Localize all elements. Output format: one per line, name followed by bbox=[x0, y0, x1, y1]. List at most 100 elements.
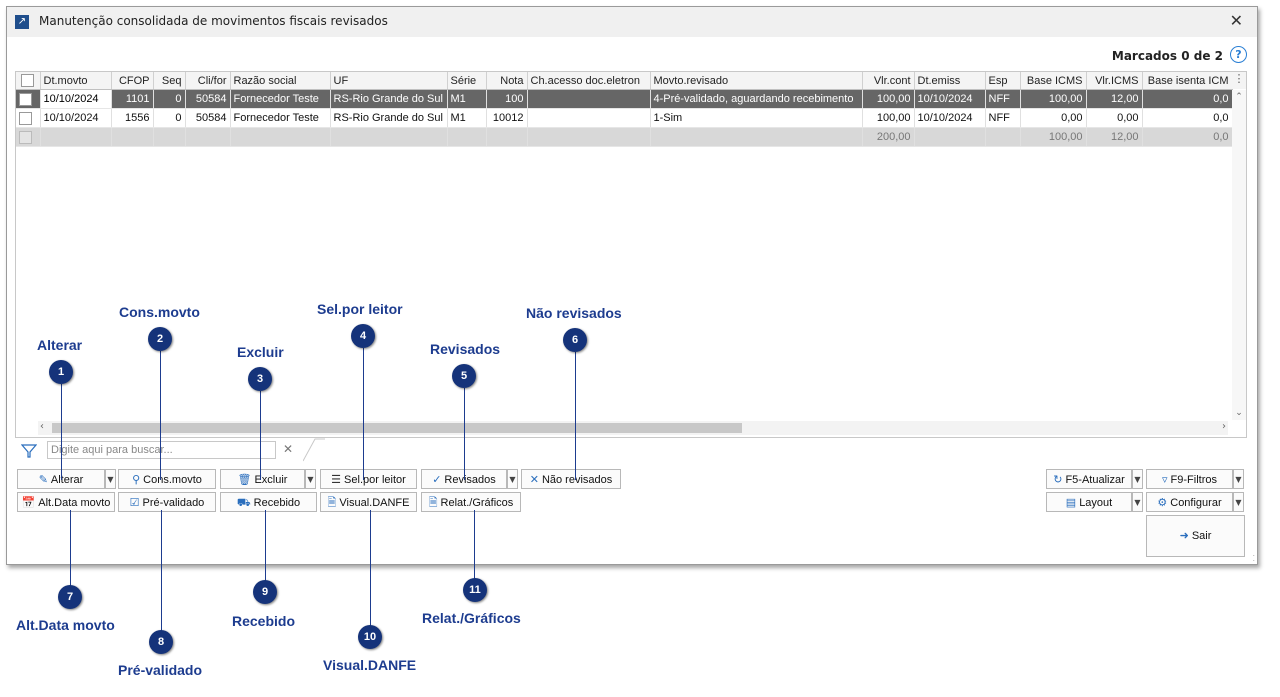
cell[interactable]: RS-Rio Grande do Sul bbox=[330, 108, 448, 128]
close-icon[interactable]: ✕ bbox=[1229, 11, 1243, 30]
cell[interactable]: NFF bbox=[985, 89, 1021, 109]
scroll-thumb[interactable] bbox=[52, 423, 742, 433]
cell[interactable]: 1556 bbox=[111, 108, 154, 128]
relat-graficos-button[interactable]: 🗎Relat./Gráficos bbox=[421, 492, 521, 512]
col-dt-movto[interactable]: Dt.movto bbox=[40, 72, 112, 90]
col-nota[interactable]: Nota bbox=[486, 72, 528, 90]
col-cfop[interactable]: CFOP bbox=[111, 72, 154, 90]
col-esp[interactable]: Esp bbox=[985, 72, 1021, 90]
scroll-left-icon[interactable]: ‹ bbox=[40, 421, 44, 432]
f5-atualizar-dropdown[interactable]: ▼ bbox=[1132, 469, 1143, 489]
col-uf[interactable]: UF bbox=[330, 72, 448, 90]
cell[interactable]: 1101 bbox=[111, 89, 154, 109]
row-checkbox[interactable] bbox=[16, 89, 41, 109]
total-vlr-icms: 12,00 bbox=[1086, 127, 1143, 147]
cell[interactable]: 0,00 bbox=[1020, 108, 1087, 128]
f5-atualizar-button[interactable]: ↻F5-Atualizar bbox=[1046, 469, 1132, 489]
help-icon[interactable]: ? bbox=[1230, 46, 1247, 63]
configurar-dropdown[interactable]: ▼ bbox=[1233, 492, 1244, 512]
recebido-button[interactable]: ⛟Recebido bbox=[220, 492, 317, 512]
callout-line-2 bbox=[160, 351, 161, 480]
cell[interactable]: 100,00 bbox=[862, 89, 915, 109]
callout-line-5 bbox=[464, 388, 465, 480]
cell[interactable]: 0,00 bbox=[1086, 108, 1143, 128]
cell[interactable]: 1-Sim bbox=[650, 108, 863, 128]
col-razao-social[interactable]: Razão social bbox=[230, 72, 331, 90]
sel-por-leitor-button[interactable]: ☰Sel.por leitor bbox=[320, 469, 417, 489]
total-vlr-cont: 200,00 bbox=[862, 127, 915, 147]
col-movto-revisado[interactable]: Movto.revisado bbox=[650, 72, 863, 90]
cell[interactable]: 10/10/2024 bbox=[40, 89, 112, 109]
col-vlr-cont[interactable]: Vlr.cont bbox=[862, 72, 915, 90]
col-serie[interactable]: Série bbox=[447, 72, 487, 90]
cell[interactable]: 0,0 bbox=[1142, 89, 1233, 109]
scroll-up-icon[interactable]: ⌃ bbox=[1235, 92, 1243, 102]
select-all-checkbox[interactable] bbox=[16, 72, 41, 90]
cell[interactable]: 100,00 bbox=[1020, 89, 1087, 109]
f9-filtros-dropdown[interactable]: ▼ bbox=[1233, 469, 1244, 489]
cell[interactable]: Fornecedor Teste bbox=[230, 89, 331, 109]
cell[interactable]: 0,0 bbox=[1142, 108, 1233, 128]
cell[interactable]: 4-Pré-validado, aguardando recebimento bbox=[650, 89, 863, 109]
cell[interactable]: 10/10/2024 bbox=[914, 89, 986, 109]
cell[interactable]: M1 bbox=[447, 108, 487, 128]
visual-danfe-label: Visual.DANFE bbox=[339, 497, 410, 509]
col-base-icms[interactable]: Base ICMS bbox=[1020, 72, 1087, 90]
clear-search-icon[interactable]: ✕ bbox=[283, 442, 294, 456]
col-vlr-icms[interactable]: Vlr.ICMS bbox=[1086, 72, 1143, 90]
column-options-icon[interactable]: ⋮ bbox=[1232, 72, 1246, 89]
cons-movto-button[interactable]: ⚲Cons.movto bbox=[118, 469, 216, 489]
cell[interactable]: 10/10/2024 bbox=[40, 108, 112, 128]
revisados-dropdown[interactable]: ▼ bbox=[507, 469, 518, 489]
layout-dropdown[interactable]: ▼ bbox=[1132, 492, 1143, 512]
f9-filtros-button[interactable]: ▿F9-Filtros bbox=[1146, 469, 1233, 489]
cell[interactable]: 0 bbox=[153, 89, 186, 109]
cell[interactable]: RS-Rio Grande do Sul bbox=[330, 89, 448, 109]
vertical-scrollbar[interactable]: ⌃ ⌄ bbox=[1232, 90, 1246, 420]
nao-revisados-button[interactable]: ✕Não revisados bbox=[521, 469, 621, 489]
visual-danfe-button[interactable]: 🗎Visual.DANFE bbox=[320, 492, 417, 512]
col-seq[interactable]: Seq bbox=[153, 72, 186, 90]
pre-validado-button[interactable]: ☑Pré-validado bbox=[118, 492, 216, 512]
col-ch-acesso[interactable]: Ch.acesso doc.eletron bbox=[527, 72, 651, 90]
filter-icon[interactable] bbox=[21, 443, 37, 459]
cell[interactable]: NFF bbox=[985, 108, 1021, 128]
col-cli-for[interactable]: Cli/for bbox=[185, 72, 231, 90]
cell[interactable]: 12,00 bbox=[1086, 89, 1143, 109]
cell[interactable]: 10/10/2024 bbox=[914, 108, 986, 128]
pre-validado-label: Pré-validado bbox=[142, 497, 205, 509]
cell[interactable]: 50584 bbox=[185, 108, 231, 128]
alt-data-movto-button[interactable]: 📅Alt.Data movto bbox=[17, 492, 115, 512]
configurar-button[interactable]: ⚙Configurar bbox=[1146, 492, 1233, 512]
cell[interactable] bbox=[527, 108, 651, 128]
row-checkbox[interactable] bbox=[16, 108, 41, 128]
checklist-icon: ☑ bbox=[129, 497, 140, 509]
cell[interactable]: 50584 bbox=[185, 89, 231, 109]
cell[interactable]: 100,00 bbox=[862, 108, 915, 128]
table-row[interactable]: 10/10/2024 1101 0 50584 Fornecedor Teste… bbox=[16, 89, 1233, 109]
layout-button[interactable]: ▤Layout bbox=[1046, 492, 1132, 512]
cell[interactable]: 10012 bbox=[486, 108, 528, 128]
alterar-dropdown[interactable]: ▼ bbox=[105, 469, 116, 489]
x-icon: ✕ bbox=[529, 474, 539, 486]
cell[interactable]: 100 bbox=[486, 89, 528, 109]
data-grid[interactable]: Dt.movto CFOP Seq Cli/for Razão social U… bbox=[15, 71, 1247, 438]
col-base-isenta-icm[interactable]: Base isenta ICM bbox=[1142, 72, 1233, 90]
horizontal-scrollbar[interactable]: ‹ › bbox=[38, 421, 1228, 435]
scroll-right-icon[interactable]: › bbox=[1222, 421, 1226, 432]
callout-label-10: Visual.DANFE bbox=[323, 657, 417, 673]
table-row[interactable]: 10/10/2024 1556 0 50584 Fornecedor Teste… bbox=[16, 108, 1233, 128]
cell[interactable]: Fornecedor Teste bbox=[230, 108, 331, 128]
callout-label-1: Alterar bbox=[37, 337, 83, 353]
cell[interactable]: 0 bbox=[153, 108, 186, 128]
cell[interactable] bbox=[527, 89, 651, 109]
sair-button[interactable]: ➜Sair bbox=[1146, 515, 1245, 557]
scroll-down-icon[interactable]: ⌄ bbox=[1235, 408, 1243, 418]
excluir-button[interactable]: 🗑Excluir bbox=[220, 469, 305, 489]
cell[interactable]: M1 bbox=[447, 89, 487, 109]
totals-row: 200,00 100,00 12,00 0,0 bbox=[16, 127, 1233, 147]
resize-grip[interactable]: ⁚ bbox=[1252, 554, 1255, 563]
col-dt-emiss[interactable]: Dt.emiss bbox=[914, 72, 986, 90]
search-input[interactable]: Digite aqui para buscar... bbox=[47, 441, 276, 459]
excluir-dropdown[interactable]: ▼ bbox=[305, 469, 316, 489]
